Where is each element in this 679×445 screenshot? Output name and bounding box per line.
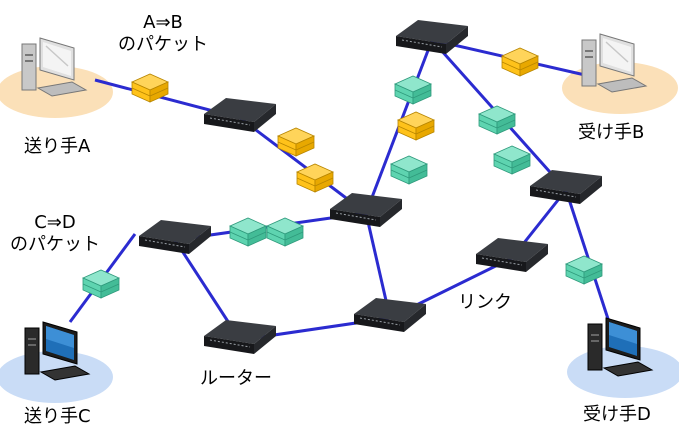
receiver-d-computer-icon[interactable] <box>587 317 653 377</box>
packet-ab-5 <box>501 47 539 77</box>
sender-c-label: 送り手C <box>24 406 91 427</box>
packet-cd-6 <box>478 105 516 135</box>
sender-a-computer-icon[interactable] <box>21 37 87 97</box>
router-6[interactable] <box>353 297 427 333</box>
router-8[interactable] <box>529 169 603 205</box>
router-3[interactable] <box>395 19 469 55</box>
packet-ab-caption: A⇒B のパケット <box>118 12 208 56</box>
sender-a-label: 送り手A <box>24 136 91 157</box>
receiver-d-label: 受け手D <box>583 404 651 425</box>
link-label: リンク <box>458 292 512 313</box>
packet-cd-caption-line2: のパケット <box>10 234 100 255</box>
packet-cd-2 <box>229 217 267 247</box>
router-5[interactable] <box>203 319 277 355</box>
sender-c-computer-icon[interactable] <box>24 321 90 381</box>
receiver-b-computer-icon[interactable] <box>581 33 647 93</box>
router-2[interactable] <box>138 219 212 255</box>
packet-cd-4 <box>394 75 432 105</box>
router-1[interactable] <box>203 97 277 133</box>
router-label: ルーター <box>200 368 272 389</box>
packet-cd-5 <box>390 155 428 185</box>
packet-cd-caption: C⇒D のパケット <box>10 212 100 256</box>
packet-cd-7 <box>493 145 531 175</box>
packet-cd-caption-line1: C⇒D <box>34 212 76 233</box>
packet-cd-1 <box>82 269 120 299</box>
packet-ab-caption-line2: のパケット <box>118 34 208 55</box>
receiver-b-label: 受け手B <box>578 122 645 143</box>
packet-ab-caption-line1: A⇒B <box>143 12 183 33</box>
link-router1-router4 <box>239 116 367 215</box>
router-7[interactable] <box>475 237 549 273</box>
packet-ab-3 <box>296 163 334 193</box>
router-4[interactable] <box>329 192 403 228</box>
